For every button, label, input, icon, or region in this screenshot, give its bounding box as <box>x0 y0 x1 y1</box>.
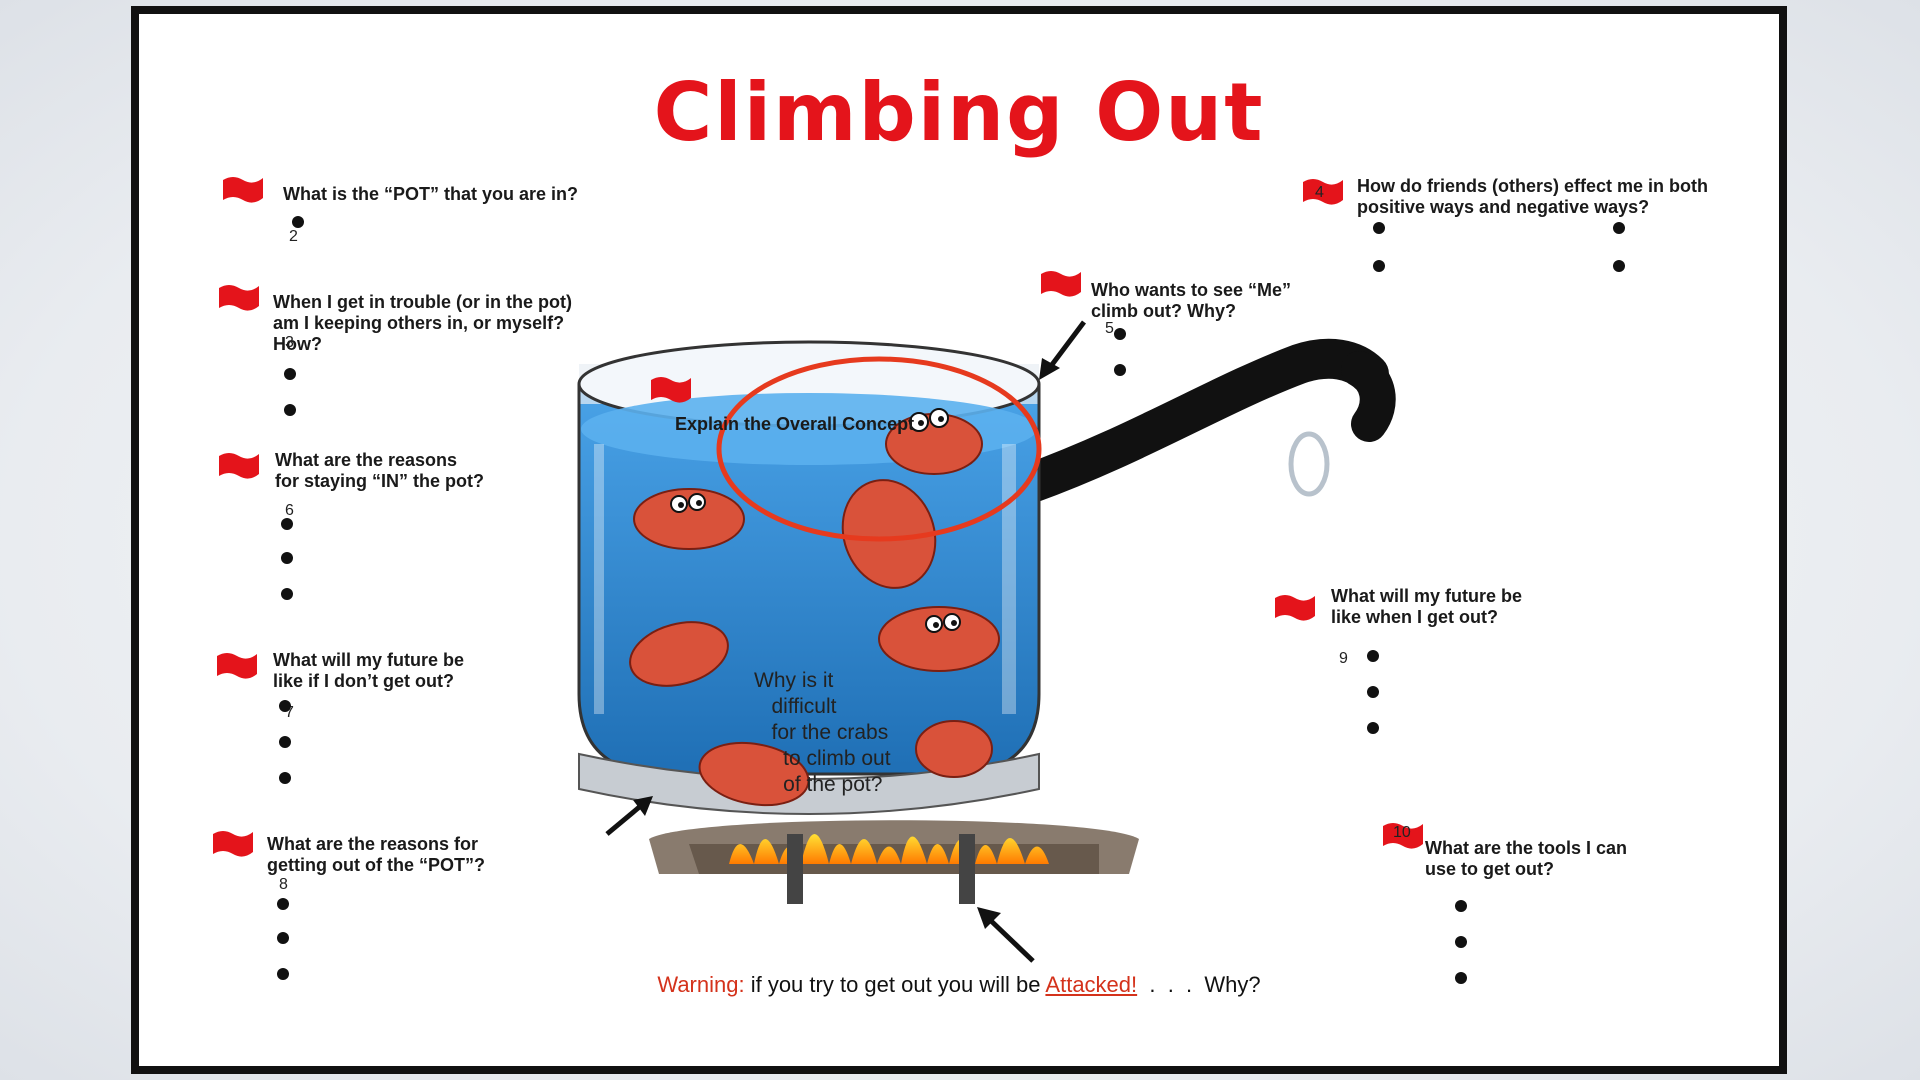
flag-icon <box>223 177 263 203</box>
bullet-dot <box>279 772 291 784</box>
flag-icon <box>1303 179 1343 205</box>
question-who-wants: Who wants to see “Me” climb out? Why? <box>1091 280 1292 321</box>
bullet-dot <box>1114 364 1126 376</box>
flag-icon <box>1383 823 1423 849</box>
question-reasons-in: What are the reasons for staying “IN” th… <box>275 450 484 491</box>
bullet-dot <box>277 932 289 944</box>
flag-icon <box>1275 595 1315 621</box>
arrow-icon <box>1039 320 1086 380</box>
question-friends: How do friends (others) effect me in bot… <box>1357 176 1709 217</box>
question-number: 3 <box>285 334 294 351</box>
question-trouble: When I get in trouble (or in the pot) am… <box>273 292 572 354</box>
flag-icon <box>219 285 259 311</box>
flag-icon <box>217 653 257 679</box>
question-number: 4 <box>1315 184 1324 201</box>
arrow-icon <box>605 796 653 836</box>
flag-icon <box>1041 271 1081 297</box>
question-number: 9 <box>1339 650 1348 667</box>
flag-icon <box>651 377 691 403</box>
warning-text: if you try to get out you will be <box>744 972 1046 997</box>
warning-attacked: Attacked! <box>1045 972 1138 997</box>
question-number: 10 <box>1393 824 1411 841</box>
bullet-dot <box>284 404 296 416</box>
bullet-dot <box>281 518 293 530</box>
bullet-dot <box>1367 722 1379 734</box>
bullet-dot <box>281 552 293 564</box>
bullet-dot <box>292 216 304 228</box>
bullet-dot <box>1455 936 1467 948</box>
slide: Climbing Out <box>131 6 1787 1074</box>
bullet-dot <box>1367 650 1379 662</box>
flag-icon <box>219 453 259 479</box>
warning-line: Warning: if you try to get out you will … <box>139 972 1779 998</box>
bullet-dot <box>279 736 291 748</box>
question-future-in: What will my future be like if I don’t g… <box>273 650 465 691</box>
bullet-dot <box>1613 222 1625 234</box>
question-future-out: What will my future be like when I get o… <box>1331 586 1523 627</box>
bullet-dot <box>1367 686 1379 698</box>
bullet-dot <box>284 368 296 380</box>
question-number: 6 <box>285 502 294 519</box>
bullet-dot <box>1455 900 1467 912</box>
question-number: 5 <box>1105 320 1114 337</box>
bullet-dot <box>281 588 293 600</box>
question-pot: What is the “POT” that you are in? <box>283 184 579 204</box>
question-number: 8 <box>279 876 288 893</box>
question-reasons-out: What are the reasons for getting out of … <box>267 834 485 875</box>
warning-label: Warning: <box>657 972 745 997</box>
bullet-dot <box>277 968 289 980</box>
warning-why: . . . Why? <box>1137 972 1261 997</box>
bullet-dot <box>1455 972 1467 984</box>
question-overall-concept: Explain the Overall Concept <box>675 414 915 434</box>
pot-question: Why is it difficult for the crabs to cli… <box>754 669 891 796</box>
bullet-dot <box>1114 328 1126 340</box>
bullet-dot <box>279 700 291 712</box>
bullet-dot <box>1613 260 1625 272</box>
bullet-dot <box>1373 260 1385 272</box>
question-number: 2 <box>289 228 298 245</box>
bullet-dot <box>1373 222 1385 234</box>
slide-title: Climbing Out <box>653 66 1265 159</box>
question-tools: What are the tools I can use to get out? <box>1425 838 1628 879</box>
crab-icon <box>629 413 1000 807</box>
question-number: 7 <box>285 704 294 721</box>
flag-icon <box>213 831 253 857</box>
bullet-dot <box>277 898 289 910</box>
arrow-icon <box>977 907 1035 963</box>
